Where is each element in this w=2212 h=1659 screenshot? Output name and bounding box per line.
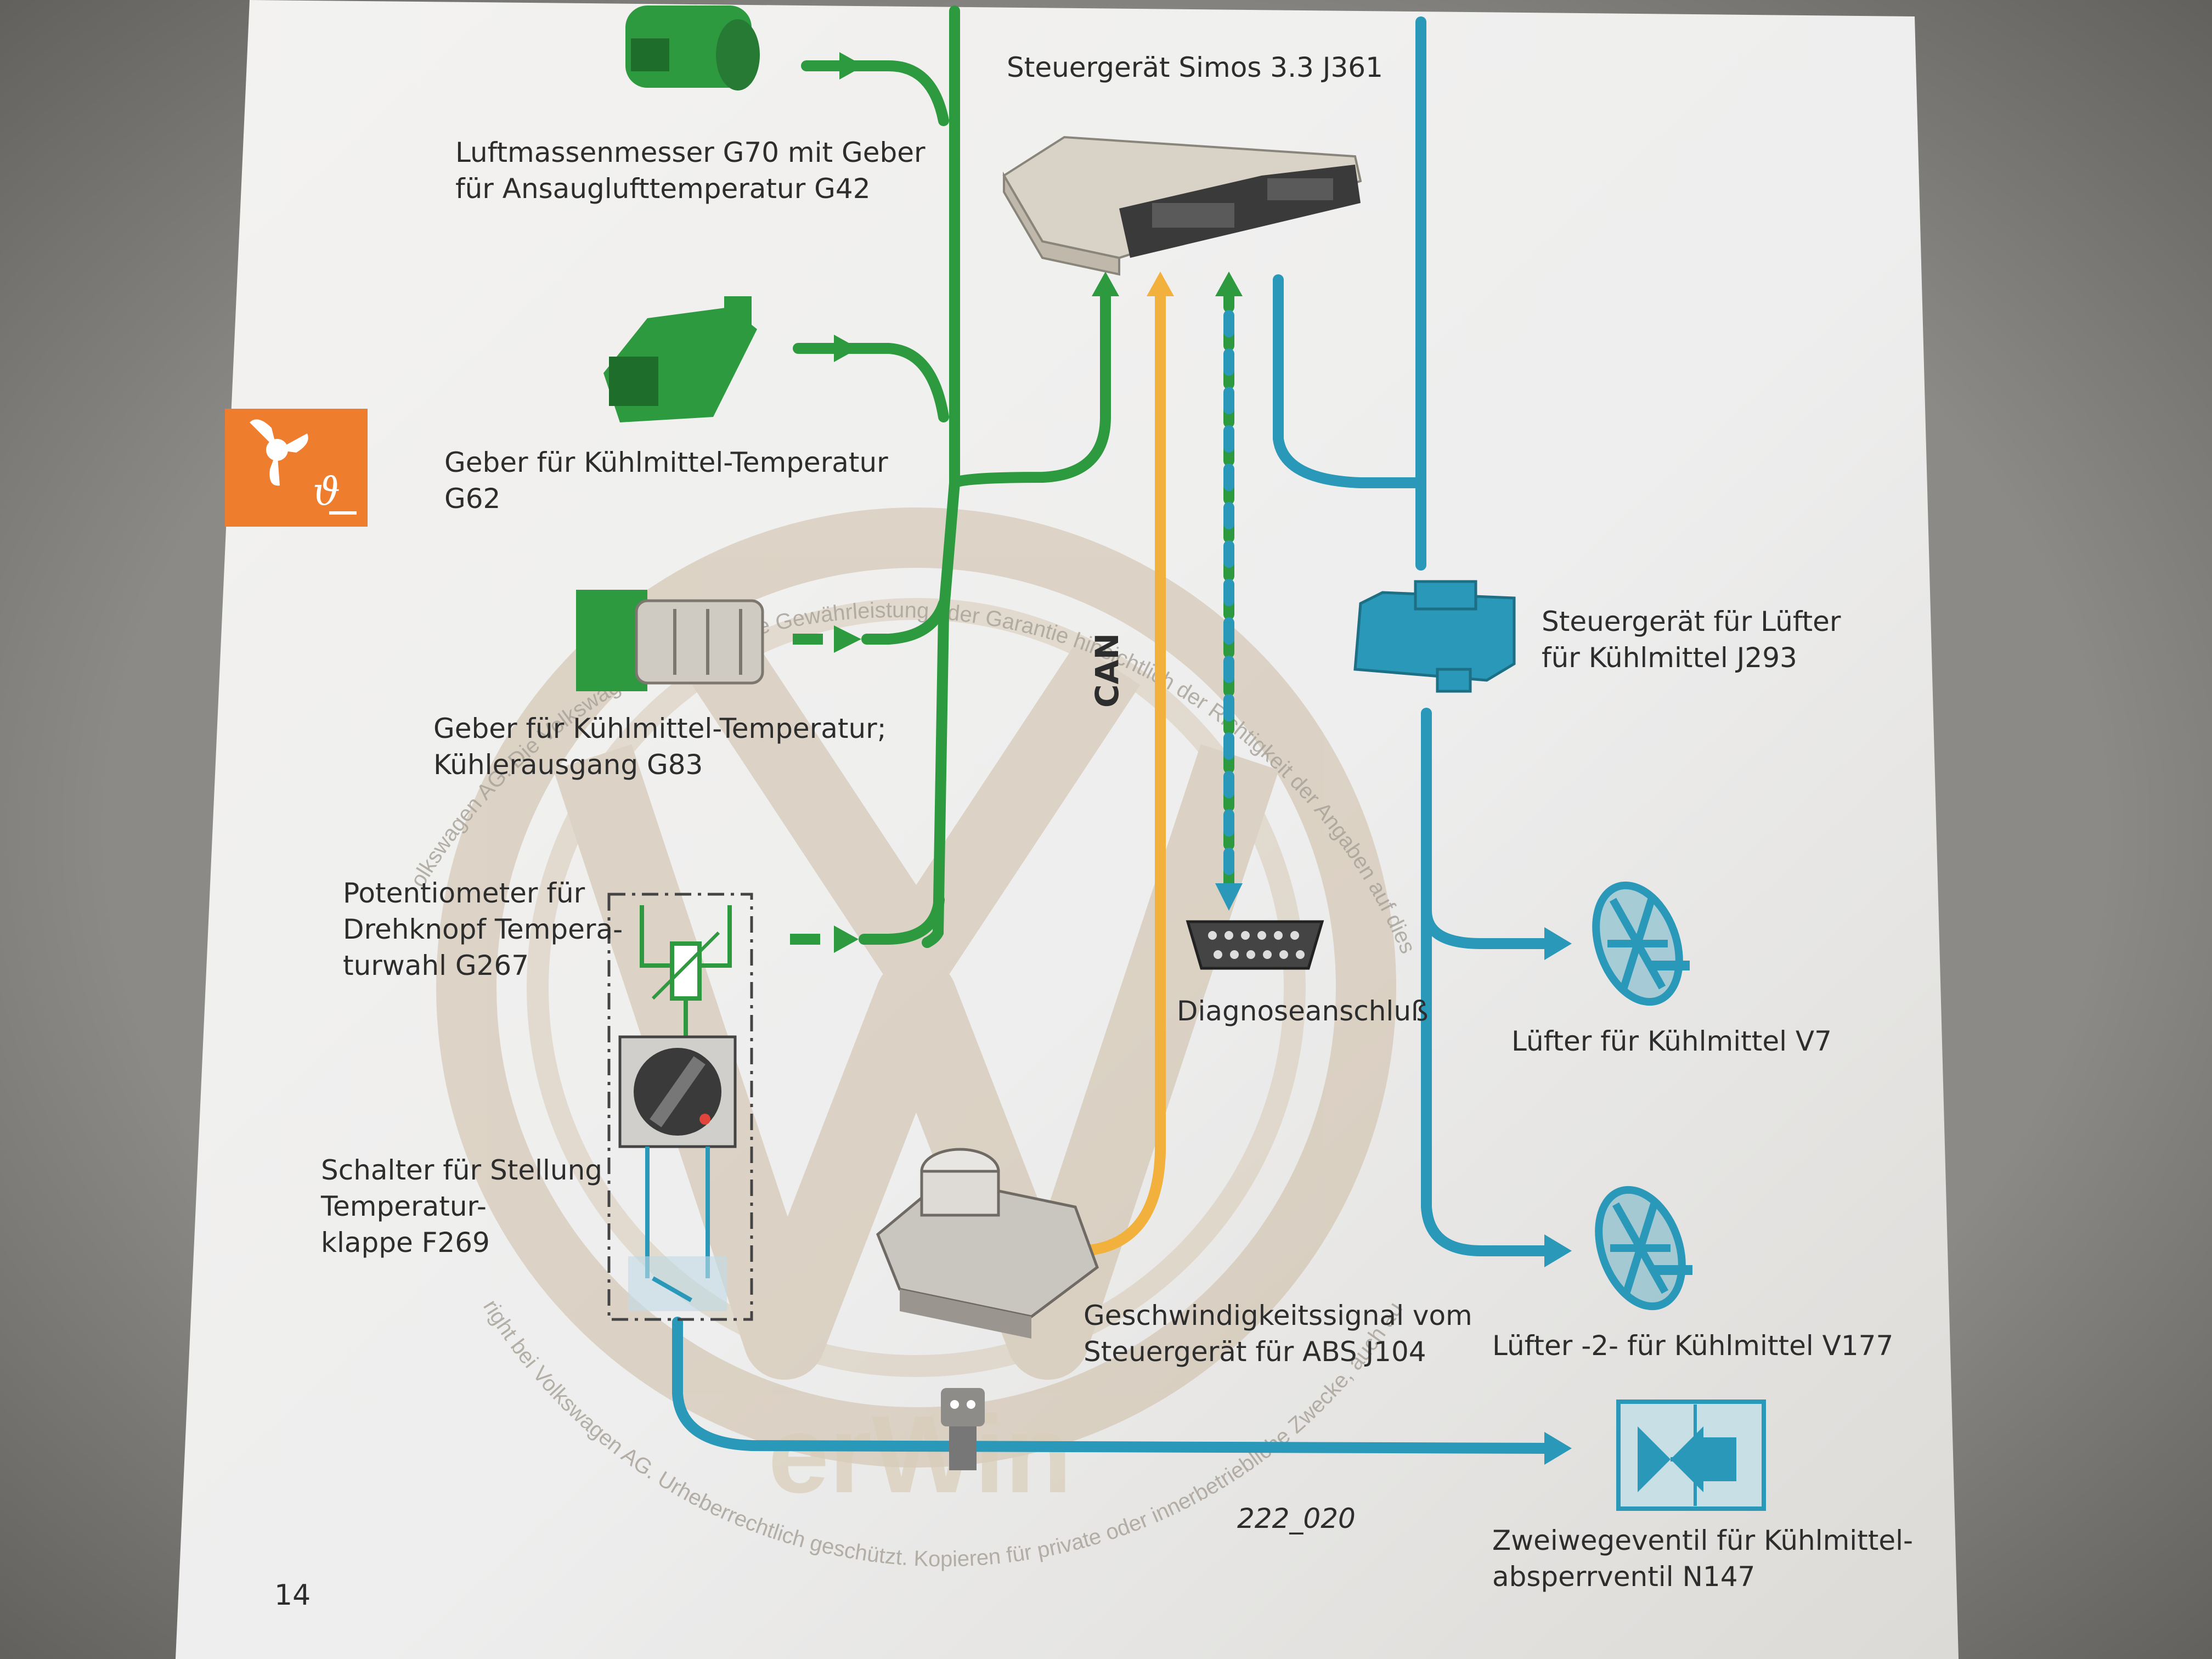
radiator-outlet-sensor-icon — [576, 590, 764, 691]
vw-logo-watermark — [436, 507, 1396, 1468]
figure-id: 222_020 — [1237, 1503, 1356, 1534]
label-speed-signal: Geschwindigkeitssignal vom Steuergerät f… — [1084, 1300, 1472, 1368]
valve-icon — [1616, 1400, 1766, 1511]
mass-air-flow-sensor-icon — [625, 5, 760, 91]
label-fan-v177: Lüfter -2- für Kühlmittel V177 — [1492, 1330, 1894, 1362]
label-fan-control-j293: Steuergerät für Lüfter für Kühlmittel J2… — [1542, 606, 1841, 674]
fan-icon — [1592, 881, 1690, 1006]
fan-2-icon — [1595, 1186, 1692, 1311]
label-coolant-temp-g62: Geber für Kühlmittel-Temperatur G62 — [444, 447, 888, 515]
fan-control-unit-icon — [1353, 580, 1516, 693]
input-arrowheads — [834, 52, 1243, 953]
svg-text:ϑ: ϑ — [313, 469, 340, 514]
label-potentiometer-g267: Potentiometer für Drehknopf Tempera- tur… — [343, 877, 623, 981]
fan-temperature-icon: ϑ — [225, 409, 368, 527]
obd-connector-icon — [1186, 920, 1324, 970]
page-number: 14 — [274, 1579, 311, 1612]
sticker-figure-icon — [941, 1388, 985, 1470]
abs-unit-icon — [876, 1148, 1099, 1339]
temperature-selector-assembly-icon — [607, 893, 753, 1321]
output-signal-lines — [672, 16, 1553, 1454]
label-valve-n147: Zweiwegeventil für Kühlmittel- absperrve… — [1492, 1525, 1914, 1593]
label-coolant-temp-g83: Geber für Kühlmittel-Temperatur; Kühlera… — [433, 713, 887, 781]
can-label: CAN — [1088, 633, 1126, 708]
output-arrowheads — [1544, 927, 1572, 1465]
input-dash-marks — [790, 634, 823, 945]
coolant-temperature-sensor-icon — [603, 296, 757, 422]
watermark-sticker-text: erWin — [768, 1393, 1072, 1516]
label-diagnosis-connector: Diagnoseanschluß — [1177, 995, 1429, 1027]
ecu-icon — [1002, 136, 1362, 276]
label-ecu: Steuergerät Simos 3.3 J361 — [1007, 52, 1383, 83]
label-mass-air-flow: Luftmassenmesser G70 mit Geber für Ansau… — [455, 137, 926, 205]
input-signal-lines — [793, 5, 1234, 948]
label-fan-v7: Lüfter für Kühlmittel V7 — [1511, 1025, 1832, 1057]
label-switch-f269: Schalter für Stellung Temperatur- klappe… — [321, 1154, 603, 1259]
can-bus-line — [1083, 272, 1174, 1256]
